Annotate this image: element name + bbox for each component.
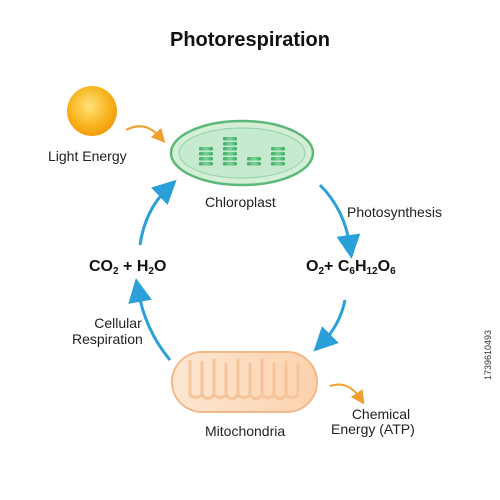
cellular-respiration-label-line2: Respiration (72, 331, 143, 347)
co-subscript: 2 (113, 266, 119, 277)
products-formula: O2+ C6H12O6 (306, 258, 396, 277)
chloroplast-label: Chloroplast (205, 194, 276, 210)
cellular-respiration-label-line1: Cellular (94, 315, 142, 331)
arrow-products-to-mitochondria (313, 299, 347, 352)
o2-text: O (377, 258, 391, 275)
c-subscript: 6 (349, 266, 355, 277)
h-text: H (136, 258, 149, 275)
co-text: CO (89, 258, 113, 275)
page-title: Photorespiration (169, 29, 330, 51)
chemical-energy-label-line2: Energy (ATP) (331, 421, 415, 437)
thylakoid-stack-1 (199, 147, 213, 166)
mitochondria-label: Mitochondria (205, 423, 286, 439)
plus-sign: + (324, 258, 334, 275)
mitochondria-icon (171, 351, 318, 413)
arrow-reactants-to-chloroplast (138, 179, 177, 246)
thylakoid-stack-3 (247, 157, 261, 166)
o-subscript: 2 (318, 266, 325, 277)
h-text: H (354, 258, 367, 275)
plus-sign: + (123, 258, 133, 275)
thylakoid-stack-2 (223, 137, 237, 166)
o2-subscript: 6 (390, 266, 396, 277)
arrow-chloroplast-to-products (318, 183, 361, 259)
chloroplast-icon (169, 119, 315, 187)
o-text: O (306, 258, 319, 275)
h-subscript: 12 (366, 266, 378, 277)
c-text: C (337, 258, 350, 275)
arrow-mitochondria-to-reactants (128, 278, 172, 361)
h-subscript: 2 (148, 266, 154, 277)
chemical-energy-arrow (329, 383, 365, 405)
reactants-formula: CO2 + H2O (89, 258, 167, 277)
sun-icon (67, 86, 117, 136)
o-text: O (153, 258, 167, 275)
photosynthesis-label: Photosynthesis (347, 204, 442, 220)
thylakoid-stack-4 (271, 147, 285, 166)
light-energy-arrow (125, 125, 166, 143)
light-energy-label: Light Energy (48, 148, 127, 164)
watermark-id: 1739610493 (483, 329, 493, 380)
chemical-energy-label-line1: Chemical (351, 406, 411, 422)
